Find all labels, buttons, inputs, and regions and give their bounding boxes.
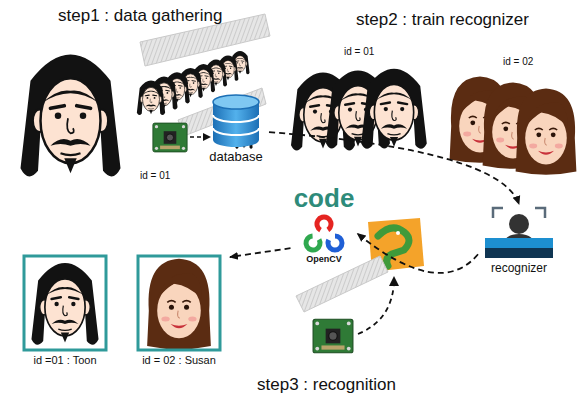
step-title: step2 : train recognizer (356, 10, 529, 30)
dashed-arrow (230, 248, 291, 257)
node-text: database (203, 150, 269, 165)
id-label: id = 01 (344, 46, 374, 57)
recognized-face: id = 02 : Susan (128, 250, 230, 367)
recognized-face: id =01 : Toon (14, 250, 116, 367)
dashed-arrow (358, 234, 479, 273)
node-text: code (291, 184, 358, 214)
step-title: step3 : recognition (257, 375, 396, 395)
id-label: id = 02 (503, 56, 533, 67)
step-title: step1 : data gathering (58, 6, 222, 26)
recognizer-icon: recognizer (478, 204, 560, 276)
node-text: OpenCV (291, 254, 358, 264)
node-text: id =01 : Toon (14, 354, 116, 367)
node-icon (129, 250, 229, 354)
node-icon (481, 204, 557, 262)
node-icon (207, 92, 265, 150)
code-block: codeOpenCV (291, 184, 358, 264)
node-icon (300, 214, 348, 254)
database-icon: database (203, 92, 269, 165)
node-icon (15, 250, 115, 354)
node-text: id = 02 : Susan (128, 354, 230, 367)
id-label: id = 01 (140, 170, 170, 181)
node-text: recognizer (478, 262, 560, 276)
